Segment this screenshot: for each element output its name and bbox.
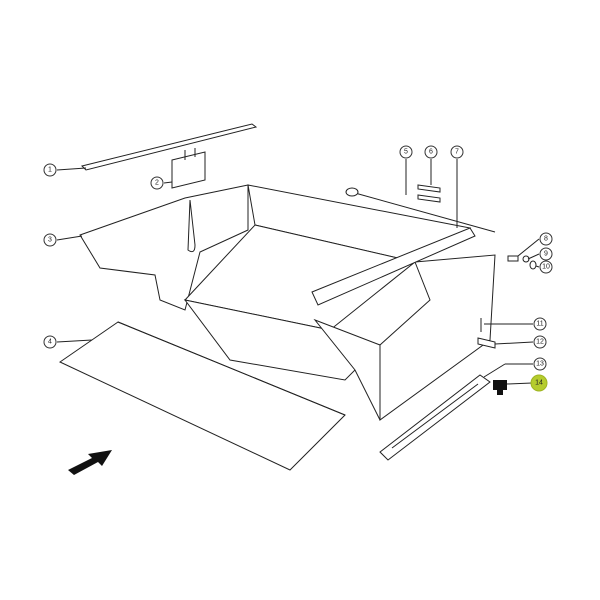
direction-arrow	[68, 450, 112, 475]
callout-label: 8	[544, 236, 548, 243]
callout-label: 11	[536, 321, 543, 328]
callout-10[interactable]: 10	[539, 260, 553, 274]
part-6-clips	[417, 184, 441, 203]
callout-14-highlighted[interactable]: 14	[530, 374, 548, 392]
callout-4[interactable]: 4	[43, 335, 57, 349]
hardware-bolts	[477, 255, 537, 349]
part-5-rod	[345, 187, 496, 233]
part-13-slotted-bar	[379, 374, 491, 461]
callout-5[interactable]: 5	[399, 145, 413, 159]
part-2-bracket	[171, 148, 206, 189]
callout-label: 1	[48, 167, 52, 174]
callout-12[interactable]: 12	[533, 335, 547, 349]
callout-6[interactable]: 6	[424, 145, 438, 159]
callout-label: 7	[455, 149, 459, 156]
part-4-cover-plate	[58, 321, 346, 471]
leader-lines	[56, 159, 540, 385]
callout-label: 13	[536, 361, 544, 368]
callout-label: 12	[536, 339, 544, 346]
part-14-knob	[493, 380, 507, 395]
part-1-strip	[81, 123, 258, 171]
callout-label: 4	[48, 339, 52, 346]
callout-label: 5	[404, 149, 408, 156]
callout-3[interactable]: 3	[43, 233, 57, 247]
callout-label: 3	[48, 237, 52, 244]
callout-11[interactable]: 11	[533, 317, 547, 331]
callout-label: 2	[155, 180, 159, 187]
callout-1[interactable]: 1	[43, 163, 57, 177]
left-side-panel	[79, 184, 249, 311]
callout-label: 6	[429, 149, 433, 156]
callout-label: 9	[544, 251, 548, 258]
callout-8[interactable]: 8	[539, 232, 553, 246]
callout-label: 14	[535, 380, 543, 387]
part-7-rail	[311, 227, 476, 306]
callout-7[interactable]: 7	[450, 145, 464, 159]
callout-label: 10	[542, 264, 550, 271]
callout-13[interactable]: 13	[533, 357, 547, 371]
callout-2[interactable]: 2	[150, 176, 164, 190]
hopper-body	[183, 184, 496, 421]
callout-9[interactable]: 9	[539, 247, 553, 261]
